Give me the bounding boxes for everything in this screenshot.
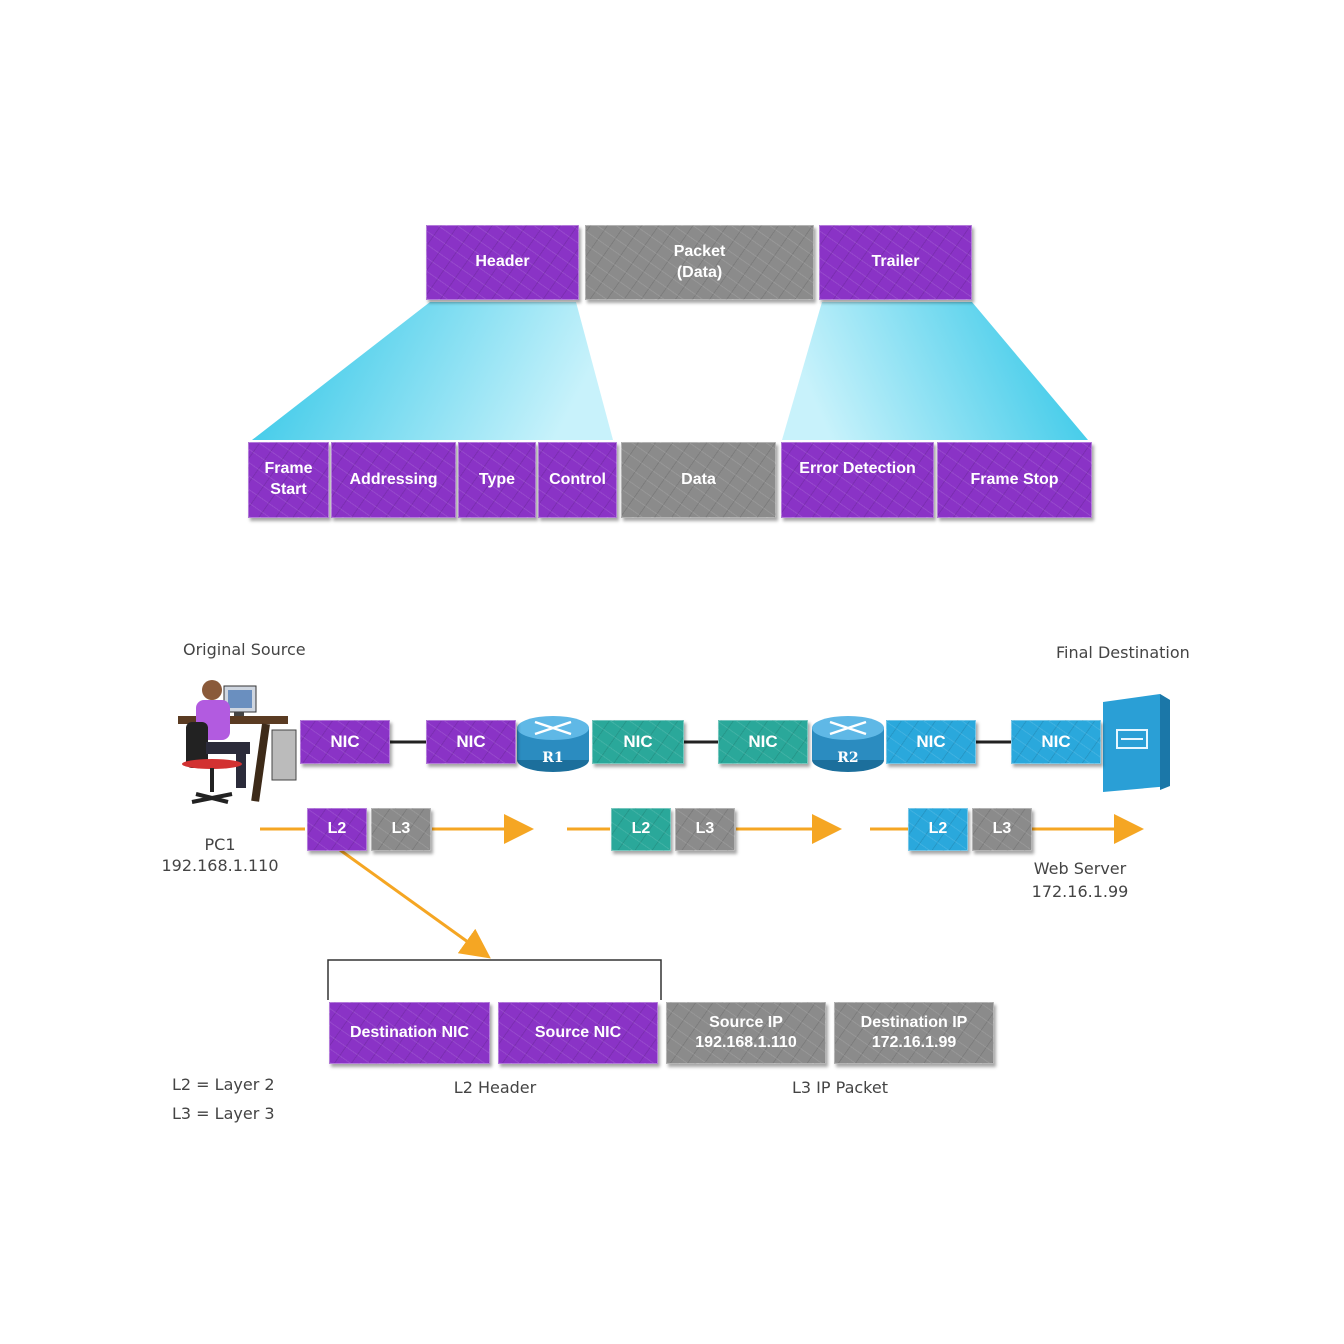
l3-segment-1: L3	[371, 808, 431, 851]
nic-pc1: NIC	[300, 720, 390, 764]
l3-segment-2: L3	[675, 808, 735, 851]
router-r1-icon	[517, 716, 589, 772]
l3-ip-packet-label: L3 IP Packet	[792, 1078, 888, 1097]
pc1-ip-label: 192.168.1.110	[161, 856, 279, 875]
original-source-label: Original Source	[183, 640, 306, 659]
field-type: Type	[458, 442, 536, 518]
frame-header-block: Header	[426, 225, 579, 300]
nic-server: NIC	[1011, 720, 1101, 764]
l2-header-label: L2 Header	[453, 1078, 537, 1097]
l2-header-bracket	[327, 959, 662, 1000]
source-ip-block: Source IP 192.168.1.110	[666, 1002, 826, 1064]
legend-l2: L2 = Layer 2	[172, 1075, 275, 1094]
final-destination-label: Final Destination	[1056, 643, 1190, 662]
header-expansion-fan	[252, 302, 613, 440]
nic-r2-left: NIC	[718, 720, 808, 764]
legend-l3: L3 = Layer 3	[172, 1104, 275, 1123]
source-nic-block: Source NIC	[498, 1002, 658, 1064]
l2-segment-3: L2	[908, 808, 968, 851]
field-control: Control	[538, 442, 617, 518]
nic-r1-left: NIC	[426, 720, 516, 764]
router-r2-icon	[812, 716, 884, 772]
frame-trailer-block: Trailer	[819, 225, 972, 300]
pc1-workstation-icon	[178, 680, 297, 804]
frame-packet-block: Packet (Data)	[585, 225, 814, 300]
field-addressing: Addressing	[331, 442, 456, 518]
l2-segment-2: L2	[611, 808, 671, 851]
destination-nic-block: Destination NIC	[329, 1002, 490, 1064]
nic-r2-right: NIC	[886, 720, 976, 764]
router-r2-label: R2	[837, 750, 859, 766]
field-data: Data	[621, 442, 776, 518]
nic-r1-right: NIC	[592, 720, 684, 764]
server-ip-label: 172.16.1.99	[1031, 882, 1129, 901]
pc1-name-label: PC1	[204, 835, 236, 854]
field-frame-start: Frame Start	[248, 442, 329, 518]
field-frame-stop: Frame Stop	[937, 442, 1092, 518]
router-r1-label: R1	[542, 750, 564, 766]
field-error-detection: Error Detection	[781, 442, 934, 518]
destination-ip-block: Destination IP 172.16.1.99	[834, 1002, 994, 1064]
server-name-label: Web Server	[1033, 859, 1127, 878]
l3-segment-3: L3	[972, 808, 1032, 851]
web-server-icon	[1103, 694, 1170, 792]
trailer-expansion-fan	[782, 302, 1088, 440]
l2-segment-1: L2	[307, 808, 367, 851]
detail-arrow	[339, 848, 491, 959]
